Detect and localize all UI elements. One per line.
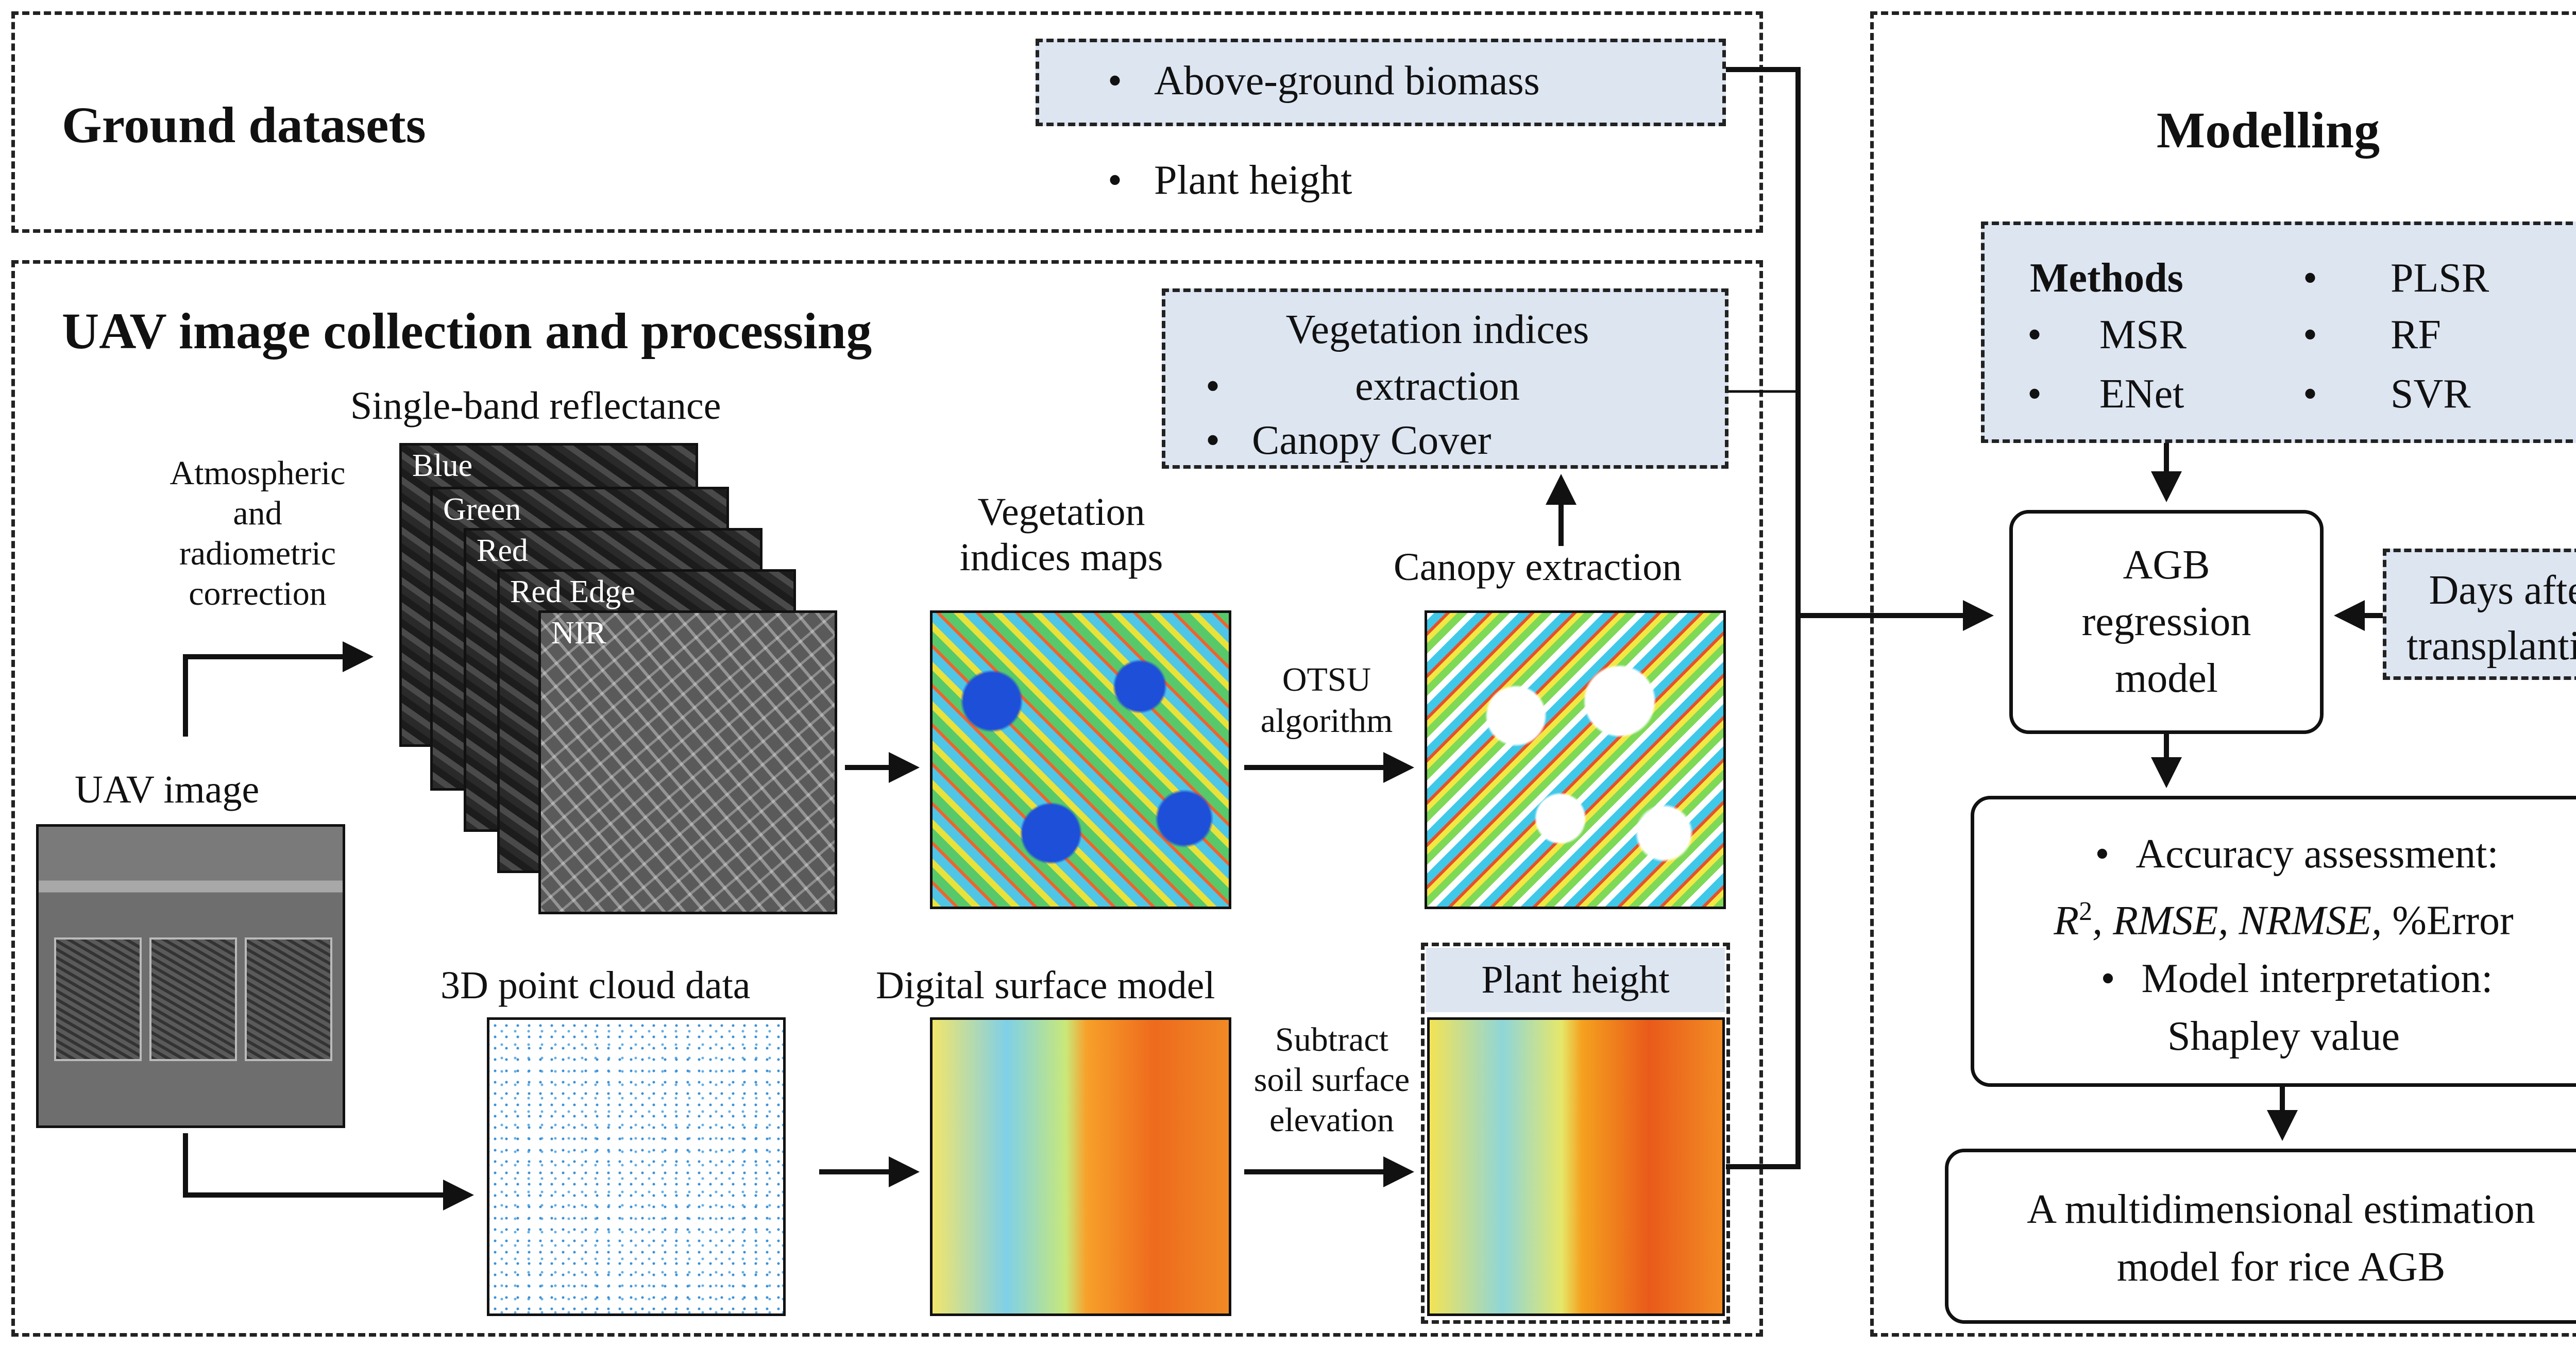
arrow-correction [183, 641, 374, 737]
ground-datasets-title: Ground datasets [62, 96, 426, 153]
canopy-cover-item: • Canopy Cover [1206, 417, 1491, 464]
method-rf: •RF [2303, 312, 2441, 357]
correction-label: Atmospheric and radiometric correction [170, 454, 346, 612]
accuracy-metrics: R2, RMSE, NRMSE, %Error [2054, 897, 2514, 944]
bullet-icon: • [1206, 364, 1221, 409]
vi-maps-label: Vegetation indices maps [959, 490, 1163, 579]
dsm-label: Digital surface model [876, 964, 1215, 1007]
modelling-panel [1870, 11, 2576, 1337]
biomass-box [1036, 39, 1726, 126]
otsu-label: OTSU algorithm [1260, 661, 1393, 740]
canopy-extraction-label: Canopy extraction [1394, 545, 1682, 589]
accuracy-line1: •Accuracy assessment: [1974, 825, 2576, 883]
line-biomass [1726, 67, 1801, 1169]
canopy-cover-label: Canopy Cover [1252, 418, 1492, 463]
ground-datasets-panel [11, 11, 1763, 233]
uav-image [36, 824, 345, 1128]
method-svr: •SVR [2303, 371, 2471, 417]
methods-box [1981, 221, 2576, 443]
biomass-label: Above-ground biomass [1154, 58, 1540, 104]
plant-height-map [1427, 1017, 1725, 1316]
final-model-box: A multidimensional estimation model for … [1945, 1149, 2576, 1324]
subtract-label: Subtract soil surface elevation [1253, 1021, 1410, 1139]
uav-plot-3 [245, 937, 332, 1061]
methods-heading: Methods [2030, 255, 2183, 301]
method-plsr: •PLSR [2303, 255, 2489, 301]
plant-height-panel [1421, 943, 1730, 1324]
biomass-item: • Above-ground biomass [1108, 58, 1540, 105]
days-after-box: Days after transplanting [2383, 549, 2576, 680]
modelling-title: Modelling [2156, 101, 2380, 159]
vi-extraction-box [1162, 288, 1728, 469]
arrow-to-point-cloud [183, 1133, 474, 1210]
plant-height-item: • Plant height [1108, 157, 1352, 204]
bullet-icon: • [1108, 58, 1123, 104]
method-enet: •ENet [2027, 371, 2184, 417]
bullet-icon: • [1206, 418, 1221, 463]
bullet-icon: • [2027, 312, 2042, 357]
agb-regression-model: AGB regression model [2009, 510, 2324, 734]
vi-extraction-item: • Vegetation indices extraction [1206, 301, 1623, 415]
accuracy-box: •Accuracy assessment: R2, RMSE, NRMSE, %… [1971, 796, 2576, 1087]
vi-extraction-label: Vegetation indices extraction [1285, 307, 1589, 409]
bullet-icon: • [2303, 371, 2318, 417]
single-band-label: Single-band reflectance [350, 384, 721, 428]
bullet-icon: • [2303, 255, 2318, 301]
band-nir: NIR [538, 610, 837, 914]
method-msr: •MSR [2027, 312, 2187, 357]
bullet-icon: • [1108, 158, 1123, 203]
bullet-icon: • [2027, 371, 2042, 417]
plant-height-ground-label: Plant height [1154, 158, 1352, 203]
bullet-icon: • [2303, 312, 2318, 357]
point-cloud-image [487, 1017, 786, 1316]
uav-plot-2 [149, 937, 237, 1061]
point-cloud-label: 3D point cloud data [440, 964, 751, 1007]
dsm-image [930, 1017, 1231, 1316]
vegetation-indices-map [930, 610, 1231, 909]
uav-processing-panel [11, 260, 1763, 1337]
bullet-icon: • [2100, 955, 2115, 1001]
plant-height-header: Plant height [1426, 948, 1725, 1012]
uav-plot-1 [54, 937, 142, 1061]
uav-section-title: UAV image collection and processing [62, 302, 872, 360]
uav-image-label: UAV image [75, 768, 260, 811]
accuracy-line3: •Model interpretation: [1974, 950, 2576, 1008]
bullet-icon: • [2095, 831, 2110, 877]
canopy-extraction-map [1425, 610, 1726, 909]
